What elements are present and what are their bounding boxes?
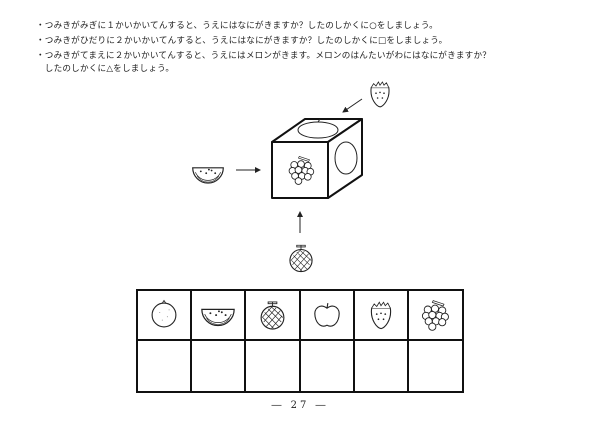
strawberry-icon — [370, 301, 392, 330]
question-1: ・つみきがみぎに１かいかいてんすると、うえにはなにがきますか？したのしかくに○を… — [36, 21, 438, 31]
cube-front-face — [271, 141, 329, 199]
answer-cell-strawberry[interactable] — [355, 341, 407, 391]
answer-cell-grapes[interactable] — [409, 341, 462, 391]
watermelon-icon — [192, 167, 224, 184]
answer-cell-orange[interactable] — [138, 341, 190, 391]
question-3: ・つみきがてまえに２かいかいてんすると、うえにはメロンがきます。メロンのはんたい… — [36, 51, 492, 61]
answer-cell-watermelon[interactable] — [192, 341, 244, 391]
melon-icon — [260, 301, 285, 330]
cube — [271, 118, 363, 199]
watermelon-icon — [201, 308, 235, 327]
melon-icon — [289, 244, 313, 273]
strawberry-icon — [370, 81, 390, 108]
grapes-icon — [421, 300, 449, 331]
arrow-icon — [342, 98, 363, 113]
orange-icon — [151, 299, 177, 328]
answer-cell-apple[interactable] — [301, 341, 353, 391]
answer-table — [136, 289, 464, 393]
apple-icon — [314, 302, 340, 327]
page-number: ― 27 ― — [271, 400, 329, 411]
answer-cell-melon[interactable] — [246, 341, 299, 391]
orange-icon — [334, 141, 358, 175]
question-2: ・つみきがひだりに２かいかいてんすると、うえにはなにがきますか？したのしかくに□… — [36, 36, 448, 46]
question-3-cont: したのしかくに△をしましょう。 — [36, 64, 175, 74]
apple-icon — [297, 121, 339, 139]
